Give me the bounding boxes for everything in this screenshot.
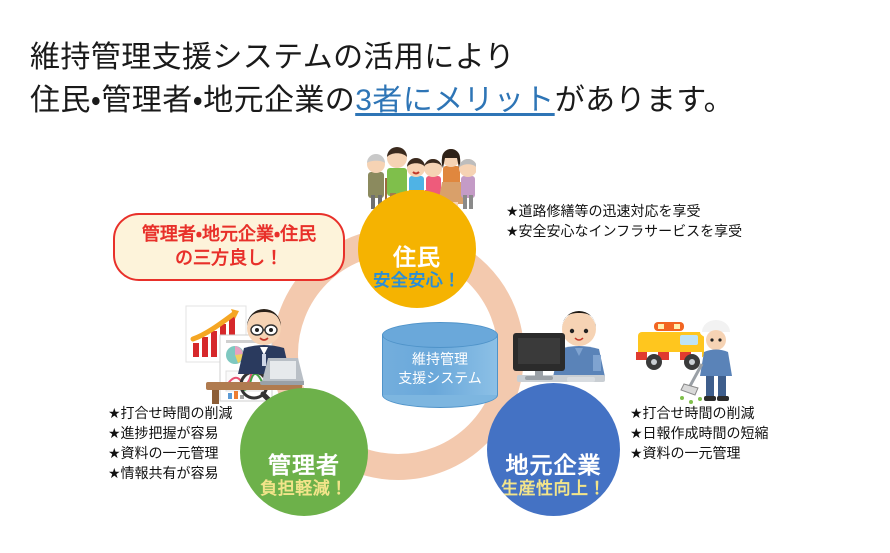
benefit-item: ★打合せ時間の削減 bbox=[630, 405, 755, 421]
central-system-label: 維持管理 支援システム bbox=[382, 350, 498, 388]
maintenance-truck-worker-illustration-icon bbox=[636, 320, 732, 404]
page-title: 維持管理支援システムの活用により 住民・管理者・地元企業の3者にメリットがありま… bbox=[30, 36, 850, 122]
three-way-benefit-callout: 管理者・地元企業・住民 の三方良し！ bbox=[113, 213, 345, 281]
callout-line-1: 管理者・地元企業・住民 bbox=[141, 224, 317, 244]
benefit-item: ★資料の一元管理 bbox=[108, 445, 219, 461]
title-line-2-prefix: 住民・管理者・地元企業の bbox=[30, 84, 356, 117]
benefit-item: ★日報作成時間の短縮 bbox=[630, 425, 769, 441]
central-system-label-line-2: 支援システム bbox=[398, 370, 482, 386]
central-system-label-line-1: 維持管理 bbox=[412, 351, 468, 367]
role-company-subtitle: 生産性向上！ bbox=[501, 479, 606, 498]
manager-at-desk-illustration-icon bbox=[206, 309, 304, 404]
benefit-item: ★情報共有が容易 bbox=[108, 465, 219, 481]
title-highlight: 3者にメリット bbox=[355, 84, 555, 117]
role-resident-subtitle: 安全安心！ bbox=[373, 271, 461, 290]
role-circle-manager[interactable]: 管理者 負担軽減！ bbox=[240, 388, 368, 516]
role-manager-name: 管理者 bbox=[268, 452, 340, 478]
role-resident-name: 住民 bbox=[393, 244, 441, 270]
role-circle-resident[interactable]: 住民 安全安心！ bbox=[358, 190, 476, 308]
role-manager-subtitle: 負担軽減！ bbox=[260, 479, 348, 498]
central-system-cylinder: 維持管理 支援システム bbox=[382, 322, 498, 408]
benefits-list-resident: ★道路修繕等の迅速対応を享受 ★安全安心なインフラサービスを享受 bbox=[506, 201, 742, 241]
role-circle-company[interactable]: 地元企業 生産性向上！ bbox=[487, 383, 620, 516]
benefit-item: ★進捗把握が容易 bbox=[108, 425, 219, 441]
callout-line-2: の三方良し！ bbox=[175, 248, 283, 268]
benefit-item: ★資料の一元管理 bbox=[630, 445, 741, 461]
benefit-item: ★道路修繕等の迅速対応を享受 bbox=[506, 203, 701, 219]
title-line-2: 住民・管理者・地元企業の3者にメリットがあります。 bbox=[30, 79, 850, 122]
benefits-list-manager: ★打合せ時間の削減 ★進捗把握が容易 ★資料の一元管理 ★情報共有が容易 bbox=[108, 403, 233, 483]
benefits-list-company: ★打合せ時間の削減 ★日報作成時間の短縮 ★資料の一元管理 bbox=[630, 403, 769, 463]
title-line-1: 維持管理支援システムの活用により bbox=[30, 41, 515, 74]
cylinder-top-ellipse bbox=[382, 322, 498, 348]
benefit-item: ★安全安心なインフラサービスを享受 bbox=[506, 223, 743, 239]
role-company-name: 地元企業 bbox=[505, 452, 602, 478]
company-worker-at-pc-illustration-icon bbox=[513, 311, 605, 382]
benefit-item: ★打合せ時間の削減 bbox=[108, 405, 233, 421]
title-line-2-suffix: があります。 bbox=[554, 84, 735, 117]
